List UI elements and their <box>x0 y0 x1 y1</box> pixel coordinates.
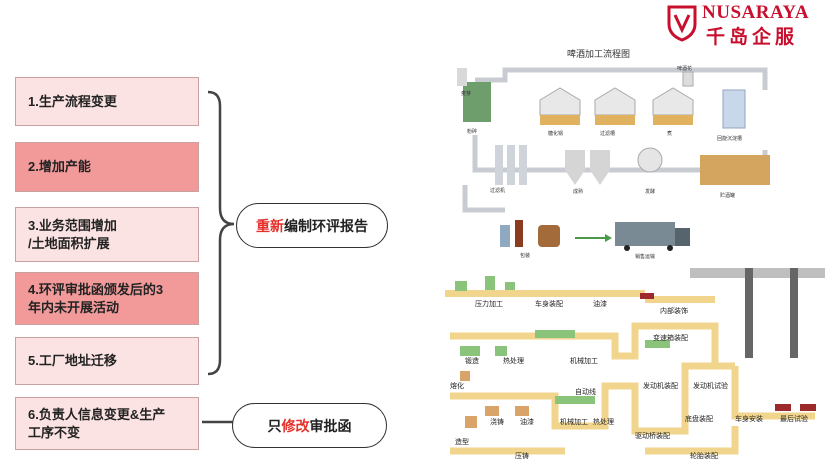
label-lauter: 过滤槽 <box>600 130 615 137</box>
condition-label: 2.增加产能 <box>28 159 91 174</box>
storage-tanks <box>700 155 770 185</box>
condition-label: 6.负责人信息变更&生产 工序不变 <box>28 406 166 440</box>
label-paint: 油漆 <box>593 299 607 308</box>
label-malt: 麦芽 <box>461 90 471 97</box>
mill-machine <box>463 82 491 122</box>
label-tire: 轮胎装配 <box>690 451 718 460</box>
nusaraya-logo: NUSARAYA 千岛企服 <box>666 2 826 48</box>
label-machine2: 机械加工 <box>560 417 588 426</box>
result-rewrite-report: 重新编制环评报告 <box>236 203 388 248</box>
label-casting: 浇铸 <box>490 417 504 426</box>
label-heat2: 热处理 <box>593 417 614 426</box>
arrow-connector <box>202 420 236 424</box>
condition-box-4: 4.环评审批函颁发后的3 年内未开展活动 <box>15 272 199 325</box>
result-highlight: 修改 <box>281 417 310 434</box>
shield-icon <box>667 5 697 42</box>
condition-box-6: 6.负责人信息变更&生产 工序不变 <box>15 397 199 450</box>
beer-diagram-title: 啤酒加工流程图 <box>567 49 631 59</box>
label-ship: 销售运输 <box>635 253 655 260</box>
label-engine-asm: 发动机装配 <box>643 381 678 390</box>
label-press: 压力加工 <box>475 299 503 308</box>
label-store: 贮酒罐 <box>720 192 735 199</box>
result-text-pre: 只 <box>267 417 282 434</box>
label-heat: 热处理 <box>503 356 524 365</box>
condition-label: 3.业务范围增加 /土地面积扩展 <box>28 217 117 251</box>
label-forge: 锻造 <box>465 356 479 365</box>
label-drive-axle: 驱动桥装配 <box>635 431 670 440</box>
label-hops: 啤酒花 <box>677 65 692 72</box>
label-melt: 熔化 <box>450 381 464 390</box>
label-body: 车身装配 <box>535 299 563 308</box>
logo-text-cn: 千岛企服 <box>706 27 799 48</box>
condition-label: 4.环评审批函颁发后的3 年内未开展活动 <box>28 281 164 315</box>
label-interior: 内部装饰 <box>660 306 688 315</box>
logo-text: NUSARAYA <box>702 2 810 23</box>
condition-box-3: 3.业务范围增加 /土地面积扩展 <box>15 207 199 262</box>
result-text: 审批函 <box>309 417 352 434</box>
label-engine-test: 发动机试验 <box>693 381 728 390</box>
condition-label: 5.工厂地址迁移 <box>28 353 117 368</box>
truck <box>615 222 675 246</box>
label-mill: 粉碎 <box>467 128 477 135</box>
brace-connector <box>207 90 235 376</box>
label-car-install: 车身安装 <box>735 414 763 423</box>
condition-box-1: 1.生产流程变更 <box>15 77 199 126</box>
label-paint2: 油漆 <box>520 417 534 426</box>
result-modify-letter: 只修改审批函 <box>232 403 387 448</box>
condition-label: 1.生产流程变更 <box>28 93 117 109</box>
condition-box-2: 2.增加产能 <box>15 142 199 192</box>
label-wort: 回旋沉淀槽 <box>717 135 742 142</box>
label-final-test: 最后试验 <box>780 414 808 423</box>
label-machine: 机械加工 <box>570 356 598 365</box>
label-filter: 过滤机 <box>490 187 505 194</box>
condition-box-5: 5.工厂地址迁移 <box>15 337 199 385</box>
label-ferment: 发酵 <box>645 188 655 195</box>
label-pack: 包装 <box>520 252 530 259</box>
label-chassis: 底盘装配 <box>685 414 713 423</box>
label-mature: 成熟 <box>573 188 583 195</box>
label-mash: 糖化锅 <box>548 130 563 137</box>
label-press2: 压铸 <box>515 451 529 460</box>
result-text: 编制环评报告 <box>284 217 368 234</box>
label-autoline: 自动线 <box>575 387 596 396</box>
car-manufacturing-diagram: 压力加工 车身装配 油漆 内部装饰 锻造 热处理 机械加工 变速箱装配 熔化 自… <box>445 268 825 460</box>
label-boil: 煮 <box>667 130 672 137</box>
beer-process-diagram: 麦芽 粉碎 糖化锅 过滤槽 煮 啤酒花 回旋沉淀槽 过滤机 成熟 发酵 贮酒罐 … <box>457 65 770 260</box>
label-gearbox: 变速箱装配 <box>653 333 688 342</box>
label-mold: 造型 <box>455 437 469 446</box>
result-highlight: 重新 <box>256 217 284 234</box>
